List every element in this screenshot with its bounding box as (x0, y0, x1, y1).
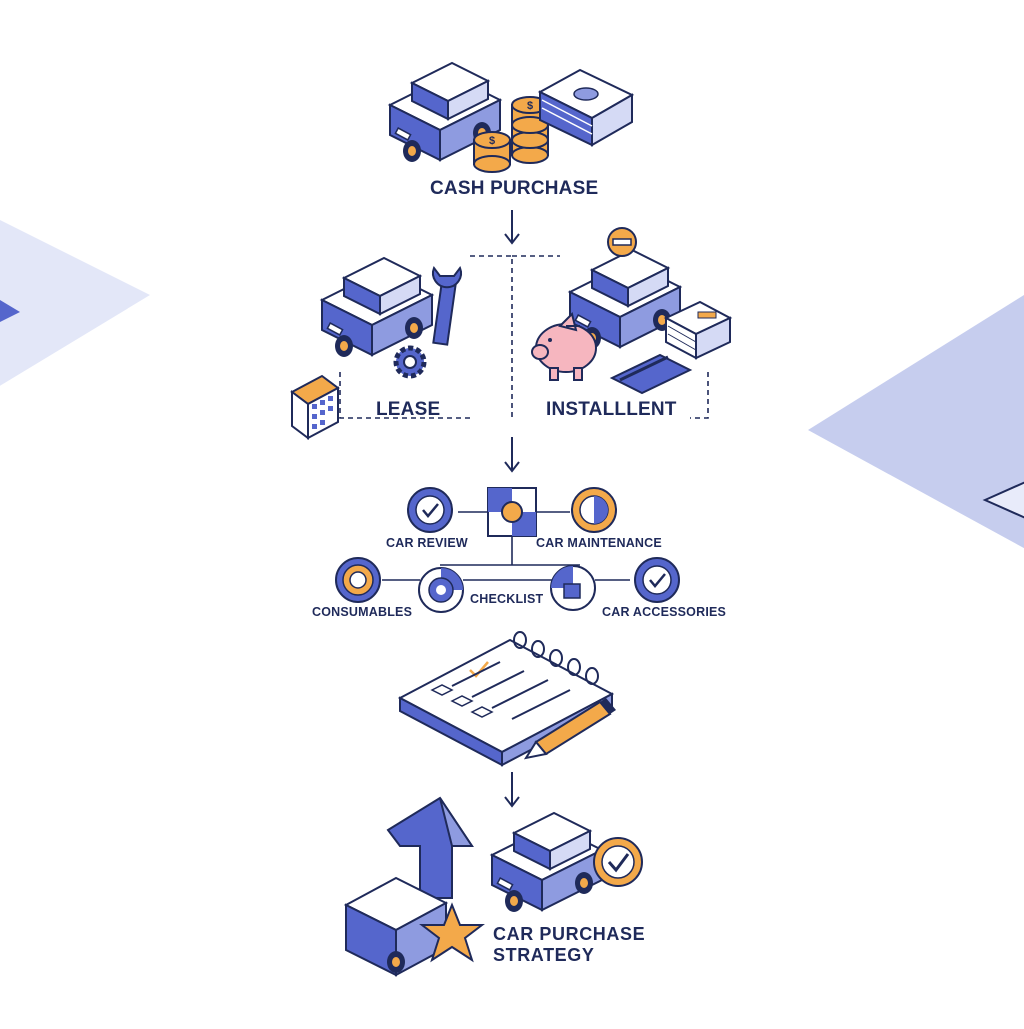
notepad-icon (397, 631, 615, 767)
background-plane-left (0, 220, 150, 386)
strategy-car-icon (491, 812, 603, 913)
piggy-bank-icon (531, 312, 597, 381)
background-plane-left-accent (0, 300, 20, 322)
star-icon (419, 902, 485, 963)
cash-stack-icon (537, 68, 635, 147)
accessories-check-icon (634, 557, 680, 603)
central-hub-node (487, 487, 537, 537)
background-plane-right-accent (982, 481, 1024, 519)
node-car-review-label: CAR REVIEW (386, 536, 468, 550)
arrow-cash-to-options (504, 210, 520, 245)
pencil-icon (523, 698, 616, 760)
background-plane-right (808, 295, 1024, 549)
checklist-network-lines (382, 511, 630, 581)
maintenance-node-icon (571, 487, 617, 533)
accessories-node-icon (550, 565, 596, 611)
dashed-connectors (339, 255, 709, 419)
final-strategy-line1: CAR PURCHASE (493, 924, 646, 944)
bill-stack-icon (663, 300, 733, 360)
step-cash-purchase-label: CASH PURCHASE (430, 178, 599, 199)
checklist-node-icon (418, 567, 464, 613)
credit-card-icon (609, 353, 693, 395)
final-strategy-line2: STRATEGY (493, 945, 595, 965)
step-lease-label: LEASE (376, 399, 441, 420)
consumables-node-icon (335, 557, 381, 603)
node-car-accessories-label: CAR ACCESSORIES (602, 605, 727, 619)
gear-icon (393, 345, 427, 379)
no-sign-icon (607, 227, 637, 257)
strategy-van-icon (343, 876, 449, 977)
step-installment-label: INSTALLLENT (546, 399, 677, 420)
checkmark-badge-icon (593, 837, 643, 887)
wrench-icon (432, 265, 462, 346)
node-checklist-label: CHECKLIST (470, 592, 544, 606)
lease-car-icon (321, 257, 433, 358)
check-circle-icon (407, 487, 453, 533)
svg-text:$: $ (527, 100, 533, 112)
arrow-options-to-checklist (504, 437, 520, 473)
calendar-icon (290, 374, 340, 440)
svg-text:$: $ (489, 135, 495, 147)
up-arrow-icon (386, 796, 474, 899)
node-consumables-label: CONSUMABLES (312, 605, 413, 619)
coin-stack-icon: $ $ (473, 96, 549, 173)
arrow-notepad-to-strategy (504, 772, 520, 808)
node-car-maintenance-label: CAR MAINTENANCE (536, 536, 662, 550)
